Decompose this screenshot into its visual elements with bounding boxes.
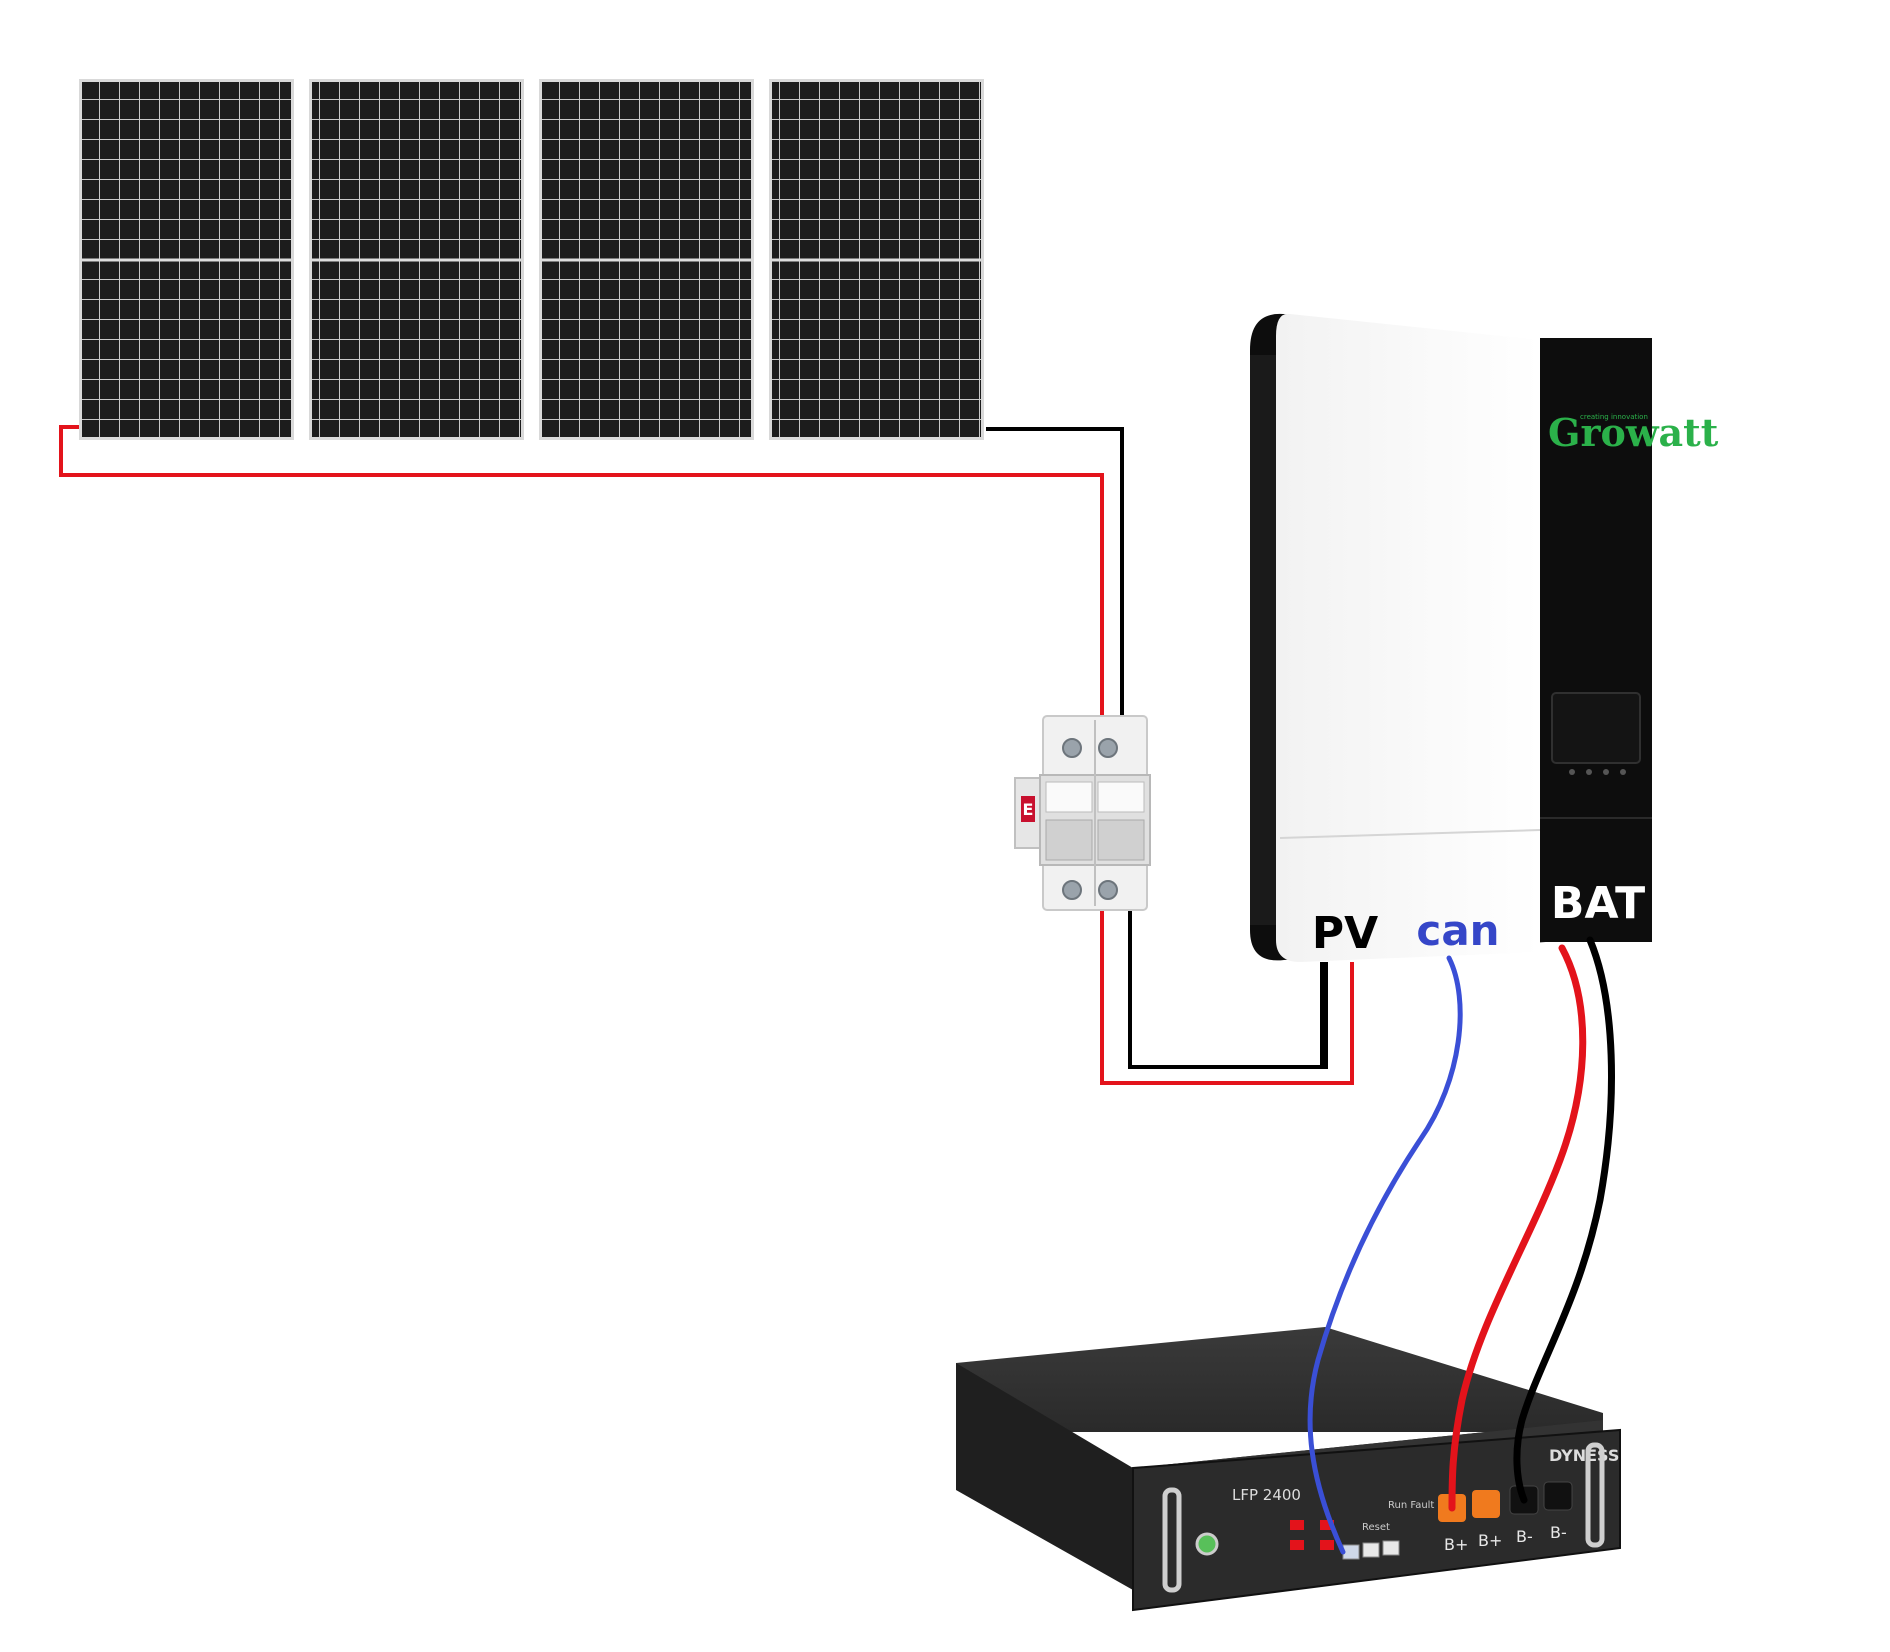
growatt-tagline: creating innovation [1580, 413, 1648, 421]
pv-negative-wire-top [986, 427, 1124, 716]
battery-model: LFP 2400 [1232, 1486, 1301, 1504]
inverter: Growatt creating innovation BAT PV can [1250, 313, 1719, 962]
solar-array [79, 79, 984, 440]
power-button-icon [1195, 1532, 1219, 1556]
solar-panel-2 [309, 79, 524, 440]
bat-label: BAT [1551, 878, 1645, 929]
can-cable [1307, 955, 1463, 1555]
battery-negative-cable [1513, 936, 1615, 1504]
reset-label: Reset [1362, 1522, 1390, 1533]
b-minus-terminal-2 [1543, 1481, 1573, 1511]
b-plus-terminal-2 [1472, 1490, 1500, 1518]
battery-positive-cable [1448, 944, 1587, 1512]
pv-inverter-leads [1320, 962, 1354, 1083]
pv-label: PV [1312, 908, 1378, 959]
battery-brand: DYNESS [1549, 1446, 1619, 1465]
breaker-mark: E [1023, 800, 1034, 819]
pv-positive-wire-top [59, 425, 1104, 716]
breaker-logo-icon [1021, 796, 1035, 822]
battery-cables [1307, 936, 1615, 1555]
terminal-label-1: B+ [1444, 1535, 1468, 1554]
battery-module: DYNESS LFP 2400 Run Fault Reset B+ B+ B-… [956, 1327, 1621, 1612]
solar-panel-4 [769, 79, 984, 440]
growatt-logo: Growatt [1548, 410, 1719, 455]
dc-fuse-holder: E [1014, 715, 1151, 911]
pv-negative-wire-bottom [1128, 910, 1328, 1069]
solar-panel-1 [79, 79, 294, 440]
pv-wiring [59, 425, 1354, 1085]
terminal-label-3: B- [1516, 1527, 1533, 1546]
left-handle [1162, 1487, 1182, 1593]
terminal-label-4: B- [1550, 1523, 1567, 1542]
inverter-display [1551, 692, 1641, 764]
run-fault-label: Run Fault [1388, 1500, 1434, 1511]
terminal-label-2: B+ [1478, 1531, 1502, 1550]
solar-panel-3 [539, 79, 754, 440]
right-handle [1585, 1442, 1605, 1548]
can-label: can [1416, 906, 1499, 955]
